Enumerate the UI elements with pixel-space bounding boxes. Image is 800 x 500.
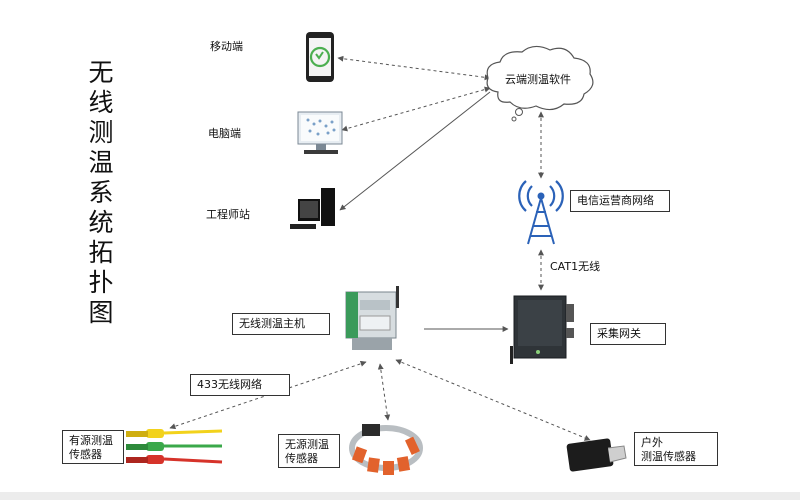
outdoor-sensor-label-line1: 户外 bbox=[641, 436, 663, 449]
title-char: 拓 bbox=[88, 238, 114, 267]
title-char: 无 bbox=[88, 58, 114, 87]
footer-bar bbox=[0, 492, 800, 500]
active-sensor-label-line1: 有源测温 bbox=[69, 434, 113, 447]
active-sensor-icon bbox=[126, 429, 223, 464]
title-char: 图 bbox=[88, 298, 114, 327]
phone-icon bbox=[306, 32, 334, 82]
passive-sensor-icon bbox=[349, 424, 423, 475]
cloud-mobile-link bbox=[337, 55, 491, 81]
workstation-icon bbox=[290, 188, 335, 229]
cat1-label: CAT1无线 bbox=[550, 260, 601, 273]
outdoor-sensor-label-line2: 测温传感器 bbox=[641, 450, 696, 463]
passive-sensor-label-line2: 传感器 bbox=[285, 452, 318, 465]
telecom-label-box: 电信运营商网络 bbox=[570, 190, 670, 212]
host-outdoor-link bbox=[395, 359, 591, 441]
active-sensor-label-box: 有源测温 传感器 bbox=[62, 430, 124, 464]
passive-sensor-label-box: 无源测温 传感器 bbox=[278, 434, 340, 468]
workstation-label: 工程师站 bbox=[206, 208, 250, 221]
pc-label: 电脑端 bbox=[208, 127, 241, 140]
mobile-label: 移动端 bbox=[210, 40, 243, 53]
host-label: 无线测温主机 bbox=[239, 317, 305, 330]
host-label-box: 无线测温主机 bbox=[232, 313, 330, 335]
outdoor-sensor-label-box: 户外 测温传感器 bbox=[634, 432, 718, 466]
title-char: 系 bbox=[88, 178, 114, 207]
net433-label-box: 433无线网络 bbox=[190, 374, 290, 396]
title-char: 测 bbox=[88, 118, 114, 147]
cloud-workstation-link bbox=[339, 91, 491, 211]
title-char: 统 bbox=[88, 208, 114, 237]
cloud-icon bbox=[486, 45, 594, 122]
monitor-icon bbox=[297, 111, 343, 154]
host-device-icon bbox=[345, 286, 399, 350]
gateway-label: 采集网关 bbox=[597, 327, 641, 340]
host-passive-link bbox=[377, 363, 391, 421]
title-char: 温 bbox=[88, 148, 114, 177]
title-char: 线 bbox=[88, 88, 114, 117]
telecom-label: 电信运营商网络 bbox=[577, 194, 654, 207]
title-char: 扑 bbox=[88, 268, 114, 297]
tower-icon bbox=[518, 180, 564, 245]
cloud-label: 云端测温软件 bbox=[505, 73, 571, 86]
diagram-title: 无 线 测 温 系 统 拓 扑 图 bbox=[84, 58, 118, 328]
gateway-device-icon bbox=[510, 295, 574, 364]
gateway-label-box: 采集网关 bbox=[590, 323, 666, 345]
net433-label: 433无线网络 bbox=[197, 378, 262, 391]
cloud-pc-link bbox=[341, 86, 491, 132]
outdoor-sensor-icon bbox=[566, 438, 627, 472]
active-sensor-label-line2: 传感器 bbox=[69, 448, 102, 461]
passive-sensor-label-line1: 无源测温 bbox=[285, 438, 329, 451]
